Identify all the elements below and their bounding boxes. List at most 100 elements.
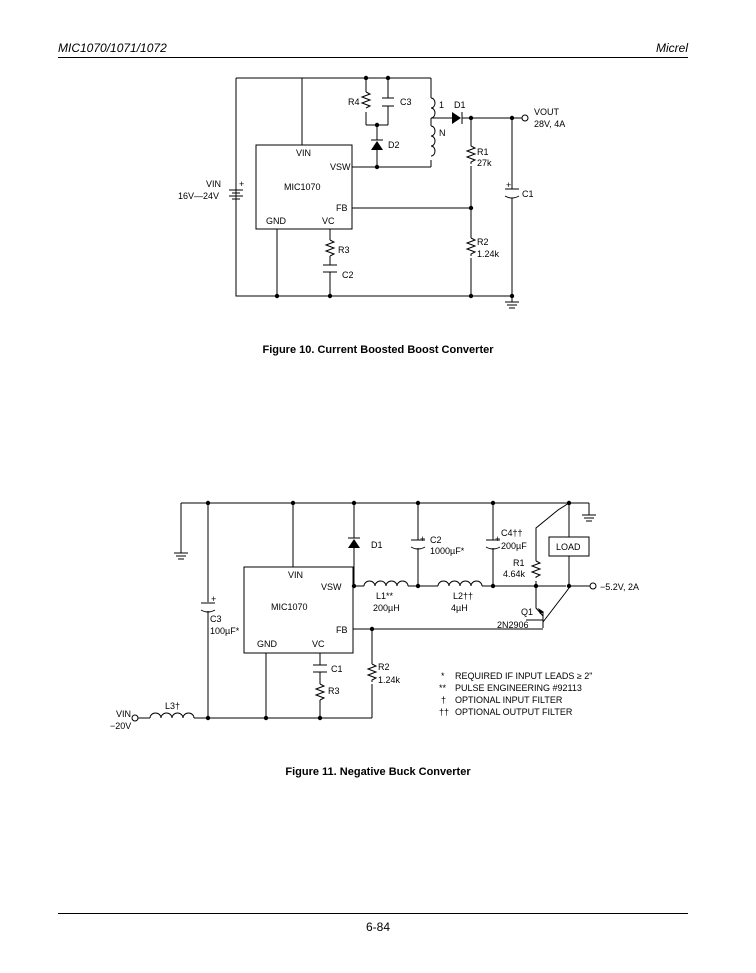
fig11-pin-vsw: VSW bbox=[321, 582, 342, 592]
fig10-t1-n: N bbox=[439, 128, 446, 138]
fig11-c3-name: C3 bbox=[210, 614, 222, 624]
fig10-vout-label: VOUT bbox=[534, 107, 560, 117]
fig10-vin-label: VIN bbox=[206, 179, 221, 189]
fig10-pin-vsw: VSW bbox=[330, 162, 351, 172]
fig11-pin-vc: VC bbox=[312, 639, 325, 649]
note-mark: ** bbox=[439, 683, 447, 693]
fig10-pin-fb: FB bbox=[336, 203, 348, 213]
fig10-r1-value: 27k bbox=[477, 158, 492, 168]
fig11-l1-symbol bbox=[363, 580, 409, 587]
fig11-l3-symbol bbox=[149, 712, 195, 719]
fig10-ground-icon bbox=[505, 296, 519, 309]
fig11-vin-label: VIN bbox=[116, 709, 131, 719]
figure10-caption: Figure 10. Current Boosted Boost Convert… bbox=[262, 344, 494, 356]
note-mark: * bbox=[441, 671, 445, 681]
fig10-ic-box bbox=[255, 144, 353, 230]
fig10-vin-range: 16V—24V bbox=[178, 191, 219, 201]
fig11-left-ground-icon bbox=[174, 503, 188, 560]
fig11-r1-name: R1 bbox=[513, 558, 525, 568]
figure11-schematic: VIN VSW MIC1070 FB GND VC D1 + C2 1000µF… bbox=[110, 500, 639, 731]
fig11-load-box bbox=[548, 536, 590, 557]
fig11-ic-name: MIC1070 bbox=[271, 602, 308, 612]
fig10-c1: C1 bbox=[522, 189, 534, 199]
fig10-c3-symbol bbox=[382, 97, 394, 107]
fig10-d2: D2 bbox=[388, 140, 400, 150]
fig10-r4: R4 bbox=[348, 97, 360, 107]
fig11-c3-symbol bbox=[200, 602, 216, 613]
fig11-pin-fb: FB bbox=[336, 625, 348, 635]
fig11-c1-symbol bbox=[313, 664, 327, 673]
fig10-r2-value: 1.24k bbox=[477, 249, 500, 259]
fig10-ic-name: MIC1070 bbox=[284, 182, 321, 192]
fig10-d1: D1 bbox=[454, 100, 466, 110]
fig11-r2-name: R2 bbox=[378, 662, 390, 672]
svg-text:+: + bbox=[211, 594, 216, 604]
fig10-pin-gnd: GND bbox=[266, 216, 287, 226]
header-brand: Micrel bbox=[656, 41, 688, 55]
fig11-ic-box bbox=[243, 566, 354, 654]
fig11-c2-value: 1000µF* bbox=[430, 546, 465, 556]
fig11-l2-symbol bbox=[437, 580, 483, 587]
fig10-r4-symbol bbox=[360, 91, 372, 109]
fig11-c4-symbol bbox=[485, 539, 501, 550]
fig11-l1-value: 200µH bbox=[373, 603, 400, 613]
svg-text:+: + bbox=[495, 534, 500, 544]
fig11-c2-symbol bbox=[410, 539, 426, 550]
fig10-r3: R3 bbox=[338, 245, 350, 255]
fig11-pin-gnd: GND bbox=[257, 639, 278, 649]
fig11-r3: R3 bbox=[328, 686, 340, 696]
fig10-r3-symbol bbox=[324, 239, 336, 257]
fig10-t1-pin: 1 bbox=[439, 100, 444, 110]
fig11-vout-terminal bbox=[589, 582, 597, 590]
fig10-d2-symbol bbox=[371, 141, 383, 150]
fig10-r2-name: R2 bbox=[477, 237, 489, 247]
fig11-right-ground-icon bbox=[582, 503, 596, 522]
fig11-r2-value: 1.24k bbox=[378, 675, 401, 685]
fig11-c3-value: 100µF* bbox=[210, 626, 240, 636]
fig10-c2-symbol bbox=[323, 264, 337, 273]
fig11-r2-symbol bbox=[366, 663, 378, 682]
fig11-l1-name: L1** bbox=[376, 591, 394, 601]
fig10-vout-terminal bbox=[521, 114, 529, 122]
note-text: OPTIONAL OUTPUT FILTER bbox=[455, 707, 573, 717]
fig11-l3: L3† bbox=[165, 701, 180, 711]
svg-text:+: + bbox=[420, 534, 425, 544]
note-text: OPTIONAL INPUT FILTER bbox=[455, 695, 563, 705]
fig10-t1-symbol bbox=[430, 97, 436, 157]
fig10-pin-vin: VIN bbox=[296, 148, 311, 158]
page-number: 6-84 bbox=[365, 920, 391, 934]
fig11-c4-name: C4†† bbox=[501, 528, 523, 538]
fig11-vout: −5.2V, 2A bbox=[600, 582, 639, 592]
fig10-d1-symbol bbox=[452, 112, 461, 124]
fig11-vin-value: −20V bbox=[110, 721, 131, 731]
svg-text:+: + bbox=[506, 180, 511, 190]
fig10-c1-symbol bbox=[504, 188, 520, 199]
fig11-notes: * REQUIRED IF INPUT LEADS ≥ 2" ** PULSE … bbox=[439, 671, 593, 717]
fig10-battery-symbol bbox=[229, 183, 243, 200]
note-mark: †† bbox=[439, 707, 449, 717]
fig10-vout-value: 28V, 4A bbox=[534, 119, 565, 129]
svg-text:+: + bbox=[239, 179, 244, 189]
figure10-schematic: + VIN VSW MIC1070 FB GND VC VIN 16V—24V … bbox=[178, 75, 565, 309]
fig11-c2-name: C2 bbox=[430, 535, 442, 545]
fig11-c4-value: 200µF bbox=[501, 541, 527, 551]
note-text: PULSE ENGINEERING #92113 bbox=[455, 683, 582, 693]
fig11-q1-symbol bbox=[526, 586, 570, 628]
fig10-c3: C3 bbox=[400, 97, 412, 107]
fig11-vin-terminal bbox=[131, 714, 139, 722]
fig11-c1: C1 bbox=[331, 664, 343, 674]
fig11-l2-value: 4µH bbox=[451, 603, 468, 613]
fig10-r2-symbol bbox=[465, 237, 477, 256]
figure11-caption: Figure 11. Negative Buck Converter bbox=[285, 766, 471, 778]
fig11-pin-vin: VIN bbox=[288, 570, 303, 580]
fig10-r1-name: R1 bbox=[477, 147, 489, 157]
fig10-c2: C2 bbox=[342, 270, 354, 280]
fig11-q1-part: 2N2906 bbox=[497, 620, 529, 630]
fig10-pin-vc: VC bbox=[322, 216, 335, 226]
fig11-r3-symbol bbox=[314, 683, 326, 701]
fig11-q1-name: Q1 bbox=[521, 607, 533, 617]
fig11-d1: D1 bbox=[371, 540, 383, 550]
fig11-l2-name: L2†† bbox=[453, 591, 473, 601]
header-rule bbox=[58, 57, 688, 58]
